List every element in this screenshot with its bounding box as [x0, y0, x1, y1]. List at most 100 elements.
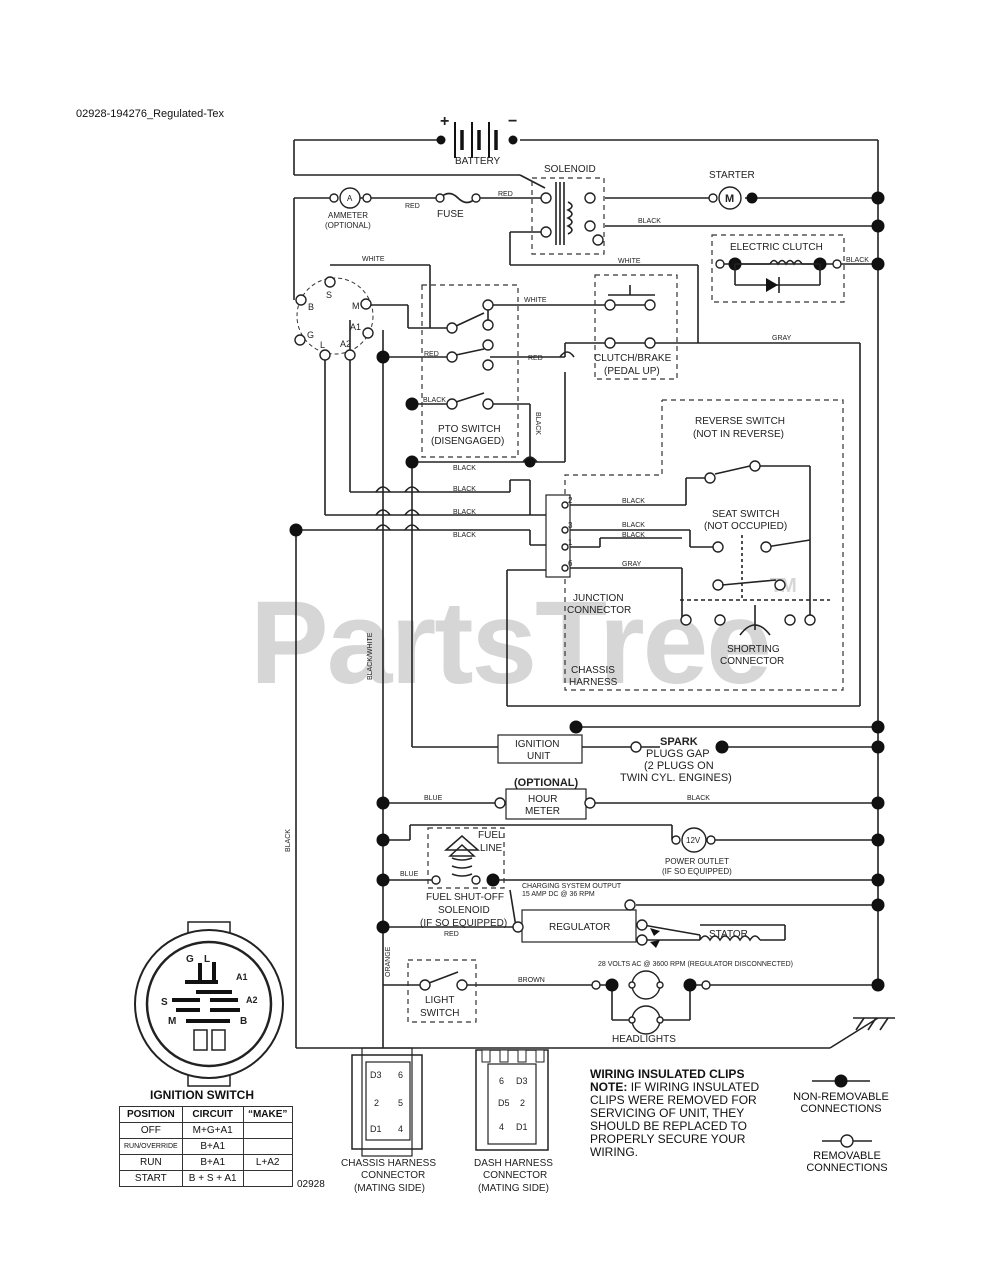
dash-connector-label-2: CONNECTOR	[483, 1170, 547, 1181]
dash-harness-connector	[475, 1049, 549, 1151]
table-cell: M+G+A1	[181, 1122, 244, 1139]
spark-label-4: TWIN CYL. ENGINES)	[620, 772, 732, 784]
wire-black-2: BLACK	[846, 257, 869, 264]
table-cell: RUN	[119, 1154, 183, 1171]
ign-terminal-a2: A2	[340, 339, 351, 349]
hour-meter-label-1: HOUR	[528, 794, 557, 805]
wire-gray-1: GRAY	[772, 335, 792, 342]
table-cell	[242, 1122, 293, 1139]
wire-black-11: BLACK	[622, 532, 645, 539]
legend-non-removable: NON-REMOVABLE CONNECTIONS	[786, 1091, 896, 1115]
chassis-connector-label-3: (MATING SIDE)	[354, 1183, 425, 1194]
junction-pin-2: 2	[568, 496, 573, 505]
wire-red-3: RED	[424, 351, 439, 358]
table-header: POSITION	[119, 1106, 183, 1123]
light-switch-label-1: LIGHT	[425, 995, 454, 1006]
dash-pin-2: 2	[520, 1098, 525, 1108]
chassis-connector-label-2: CONNECTOR	[361, 1170, 425, 1181]
note-body: NOTE: IF WIRING INSULATED CLIPS WERE REM…	[590, 1081, 780, 1159]
charging-output-1: CHARGING SYSTEM OUTPUT	[522, 883, 622, 890]
wire-red-4: RED	[528, 355, 543, 362]
chassis-harness-label-2: HARNESS	[569, 677, 618, 688]
dashed-boxes	[421, 177, 845, 691]
ign-terminal-g: G	[307, 330, 314, 340]
legend-symbols	[812, 1074, 872, 1148]
spark-label-2: PLUGS GAP	[646, 748, 710, 760]
note-heading: WIRING INSULATED CLIPS	[590, 1067, 745, 1081]
spark-label-3: (2 PLUGS ON	[644, 760, 714, 772]
electric-clutch-label: ELECTRIC CLUTCH	[730, 242, 823, 253]
ign-terminal-l: L	[320, 340, 325, 350]
solenoid-label: SOLENOID	[544, 164, 596, 175]
pto-switch	[376, 299, 536, 469]
ammeter	[329, 187, 372, 209]
ignition-switch-table: POSITION CIRCUIT “MAKE” OFF M+G+A1 RUN/O…	[119, 1106, 293, 1187]
headlights	[591, 970, 711, 1035]
chassis-pin-6: 6	[398, 1070, 403, 1080]
hour-meter-label-2: METER	[525, 806, 560, 817]
dash-pin-d5: D5	[498, 1098, 510, 1108]
ammeter-label-1: AMMETER	[328, 211, 368, 220]
wire-black-9: BLACK	[622, 498, 645, 505]
light-switch-label-2: SWITCH	[420, 1008, 459, 1019]
chassis-pin-4: 4	[398, 1124, 403, 1134]
ignition-unit	[497, 734, 660, 764]
wire-black-4: BLACK	[534, 412, 541, 435]
chassis-harness-connector	[351, 1047, 423, 1157]
fuel-line-label-1: FUEL	[478, 830, 504, 841]
clutch-brake-label-1: CLUTCH/BRAKE	[594, 353, 672, 364]
junction-pin-1: 1	[568, 538, 573, 547]
legend-non-removable-line2: CONNECTIONS	[800, 1103, 882, 1115]
wire-black-12: BLACK	[687, 795, 710, 802]
ignition-unit-label-2: UNIT	[527, 751, 550, 762]
switch-face-s: S	[161, 997, 168, 1008]
wire-black-8: BLACK	[453, 532, 476, 539]
fuel-shutoff-label-3: (IF SO EQUIPPED)	[420, 918, 507, 929]
battery-label: BATTERY	[455, 156, 501, 167]
wire-color-labels: RED RED BLACK BLACK WHITE WHITE WHITE RE…	[285, 191, 869, 984]
wire-gray-2: GRAY	[622, 561, 642, 568]
switch-face-l: L	[204, 954, 210, 965]
table-cell: OFF	[119, 1122, 183, 1139]
fuel-line-label-2: LINE	[480, 843, 503, 854]
switch-face-b: B	[240, 1016, 247, 1027]
wire-white-2: WHITE	[618, 258, 641, 265]
junction-pin-6: 6	[568, 559, 573, 568]
junction-label-1: JUNCTION	[573, 593, 624, 604]
chassis-harness-label-1: CHASSIS	[571, 665, 615, 676]
dash-pin-6: 6	[499, 1076, 504, 1086]
table-cell: L+A2	[242, 1154, 293, 1171]
wire-white-3: WHITE	[524, 297, 547, 304]
fuel-shutoff-label-2: SOLENOID	[438, 905, 490, 916]
starter-symbol: M	[725, 193, 734, 205]
power-outlet	[671, 827, 716, 853]
table-cell: B+A1	[181, 1154, 244, 1171]
power-outlet-symbol: 12V	[686, 836, 701, 845]
regulator-label: REGULATOR	[549, 922, 610, 933]
spark-label-1: SPARK	[660, 736, 698, 748]
ac-voltage-note: 28 VOLTS AC @ 3600 RPM (REGULATOR DISCON…	[598, 961, 793, 968]
power-outlet-label-1: POWER OUTLET	[665, 857, 729, 866]
wire-black-5: BLACK	[453, 465, 476, 472]
ignition-switch-title: IGNITION SWITCH	[150, 1088, 254, 1102]
ign-terminal-m: M	[352, 301, 360, 311]
wire-black-3: BLACK	[423, 397, 446, 404]
table-cell	[242, 1170, 293, 1187]
chassis-connector-label-1: CHASSIS HARNESS	[341, 1158, 436, 1169]
note-label: NOTE:	[590, 1080, 628, 1094]
ammeter-label-2: (OPTIONAL)	[325, 221, 371, 230]
wire-black-white: BLACK/WHITE	[367, 632, 374, 680]
chassis-pin-d3: D3	[370, 1070, 382, 1080]
ammeter-symbol: A	[347, 194, 353, 203]
hour-meter-optional: (OPTIONAL)	[514, 777, 578, 789]
reverse-switch-label-2: (NOT IN REVERSE)	[693, 429, 784, 440]
wire-black-6: BLACK	[453, 486, 476, 493]
hour-meter	[494, 788, 596, 820]
clutch-brake-label-2: (PEDAL UP)	[604, 366, 660, 377]
wire-black-10: BLACK	[622, 522, 645, 529]
pto-switch-label-2: (DISENGAGED)	[431, 436, 504, 447]
light-switch	[407, 959, 477, 1023]
ign-terminal-b: B	[308, 302, 314, 312]
switch-face-g: G	[186, 954, 194, 965]
